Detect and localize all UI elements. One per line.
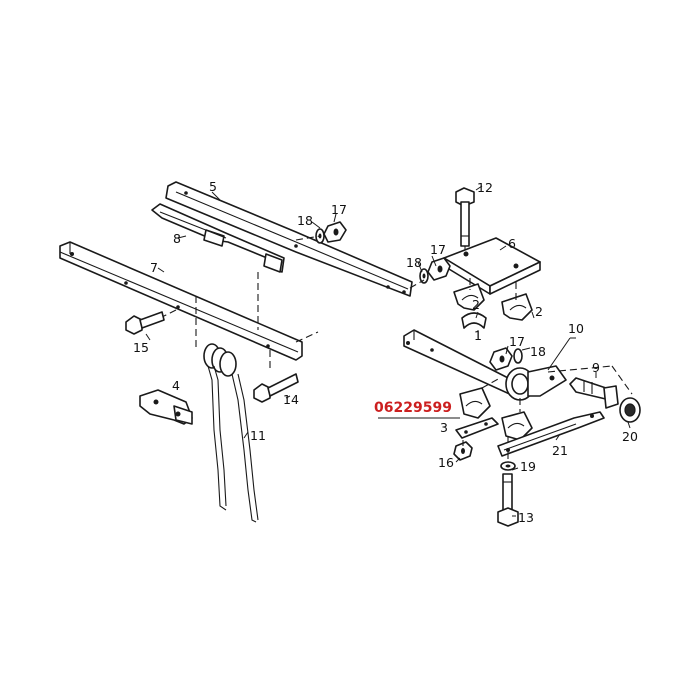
callout-8: 8 (173, 231, 181, 246)
callout-6: 6 (508, 236, 516, 251)
callout-17-upper: 17 (331, 202, 347, 217)
callout-17-mid: 17 (430, 242, 446, 257)
nut-17-right (489, 347, 513, 371)
part-21-link-bar (497, 411, 605, 457)
bolt-12 (455, 187, 475, 247)
part-11-spring-tine (203, 343, 259, 523)
washer-18-mid (419, 268, 429, 284)
bolt-13 (497, 473, 519, 527)
part-3-saddle-left (459, 387, 491, 419)
callout-10: 10 (568, 321, 584, 336)
callout-21: 21 (552, 443, 568, 458)
part-9-rod-end (569, 377, 619, 409)
callout-2-right: 2 (535, 304, 543, 319)
callout-7: 7 (150, 260, 158, 275)
part-3-saddle-right (501, 411, 533, 441)
part-20-ball-joint (619, 397, 641, 423)
callout-19: 19 (520, 459, 536, 474)
part-4-clamp-plate (139, 389, 193, 425)
callout-16: 16 (438, 455, 454, 470)
washer-18-right (513, 348, 523, 364)
leader-lines (145, 185, 631, 517)
part-3-plate (455, 417, 499, 439)
part-2-saddle-left (453, 283, 485, 311)
washer-19 (500, 461, 516, 471)
part-7-square-tube (59, 241, 303, 361)
nut-16 (453, 441, 473, 461)
nut-17-upper-left (323, 221, 347, 243)
highlighted-part-number: 06229599 (374, 400, 452, 416)
callout-1: 1 (474, 328, 482, 343)
callout-20: 20 (622, 429, 638, 444)
part-5-flat-bar (165, 181, 413, 297)
part-8-bracket-bar (151, 203, 285, 273)
callout-18-mid: 18 (406, 255, 422, 270)
callout-18-right: 18 (530, 344, 546, 359)
part-1-bushing (461, 312, 487, 329)
callout-9: 9 (592, 360, 600, 375)
callout-15: 15 (133, 340, 149, 355)
bolt-15 (125, 311, 165, 335)
callout-labels: 5 8 18 17 7 15 14 4 11 12 6 17 18 2 2 1 … (133, 179, 638, 525)
bolt-14 (253, 373, 299, 403)
callout-2-left: 2 (472, 297, 480, 312)
callout-11: 11 (250, 428, 266, 443)
callout-17-right: 17 (509, 334, 525, 349)
callout-3: 3 (440, 420, 448, 435)
callout-13: 13 (518, 510, 534, 525)
nut-17-mid (427, 257, 451, 281)
callout-18-upper: 18 (297, 213, 313, 228)
part-2-saddle-right (501, 293, 533, 321)
part-6-top-plate (443, 237, 541, 295)
callout-14: 14 (283, 392, 299, 407)
callout-5: 5 (209, 179, 217, 194)
callout-12: 12 (477, 180, 493, 195)
part-10-lever-arm (403, 329, 567, 401)
callout-4: 4 (172, 378, 180, 393)
